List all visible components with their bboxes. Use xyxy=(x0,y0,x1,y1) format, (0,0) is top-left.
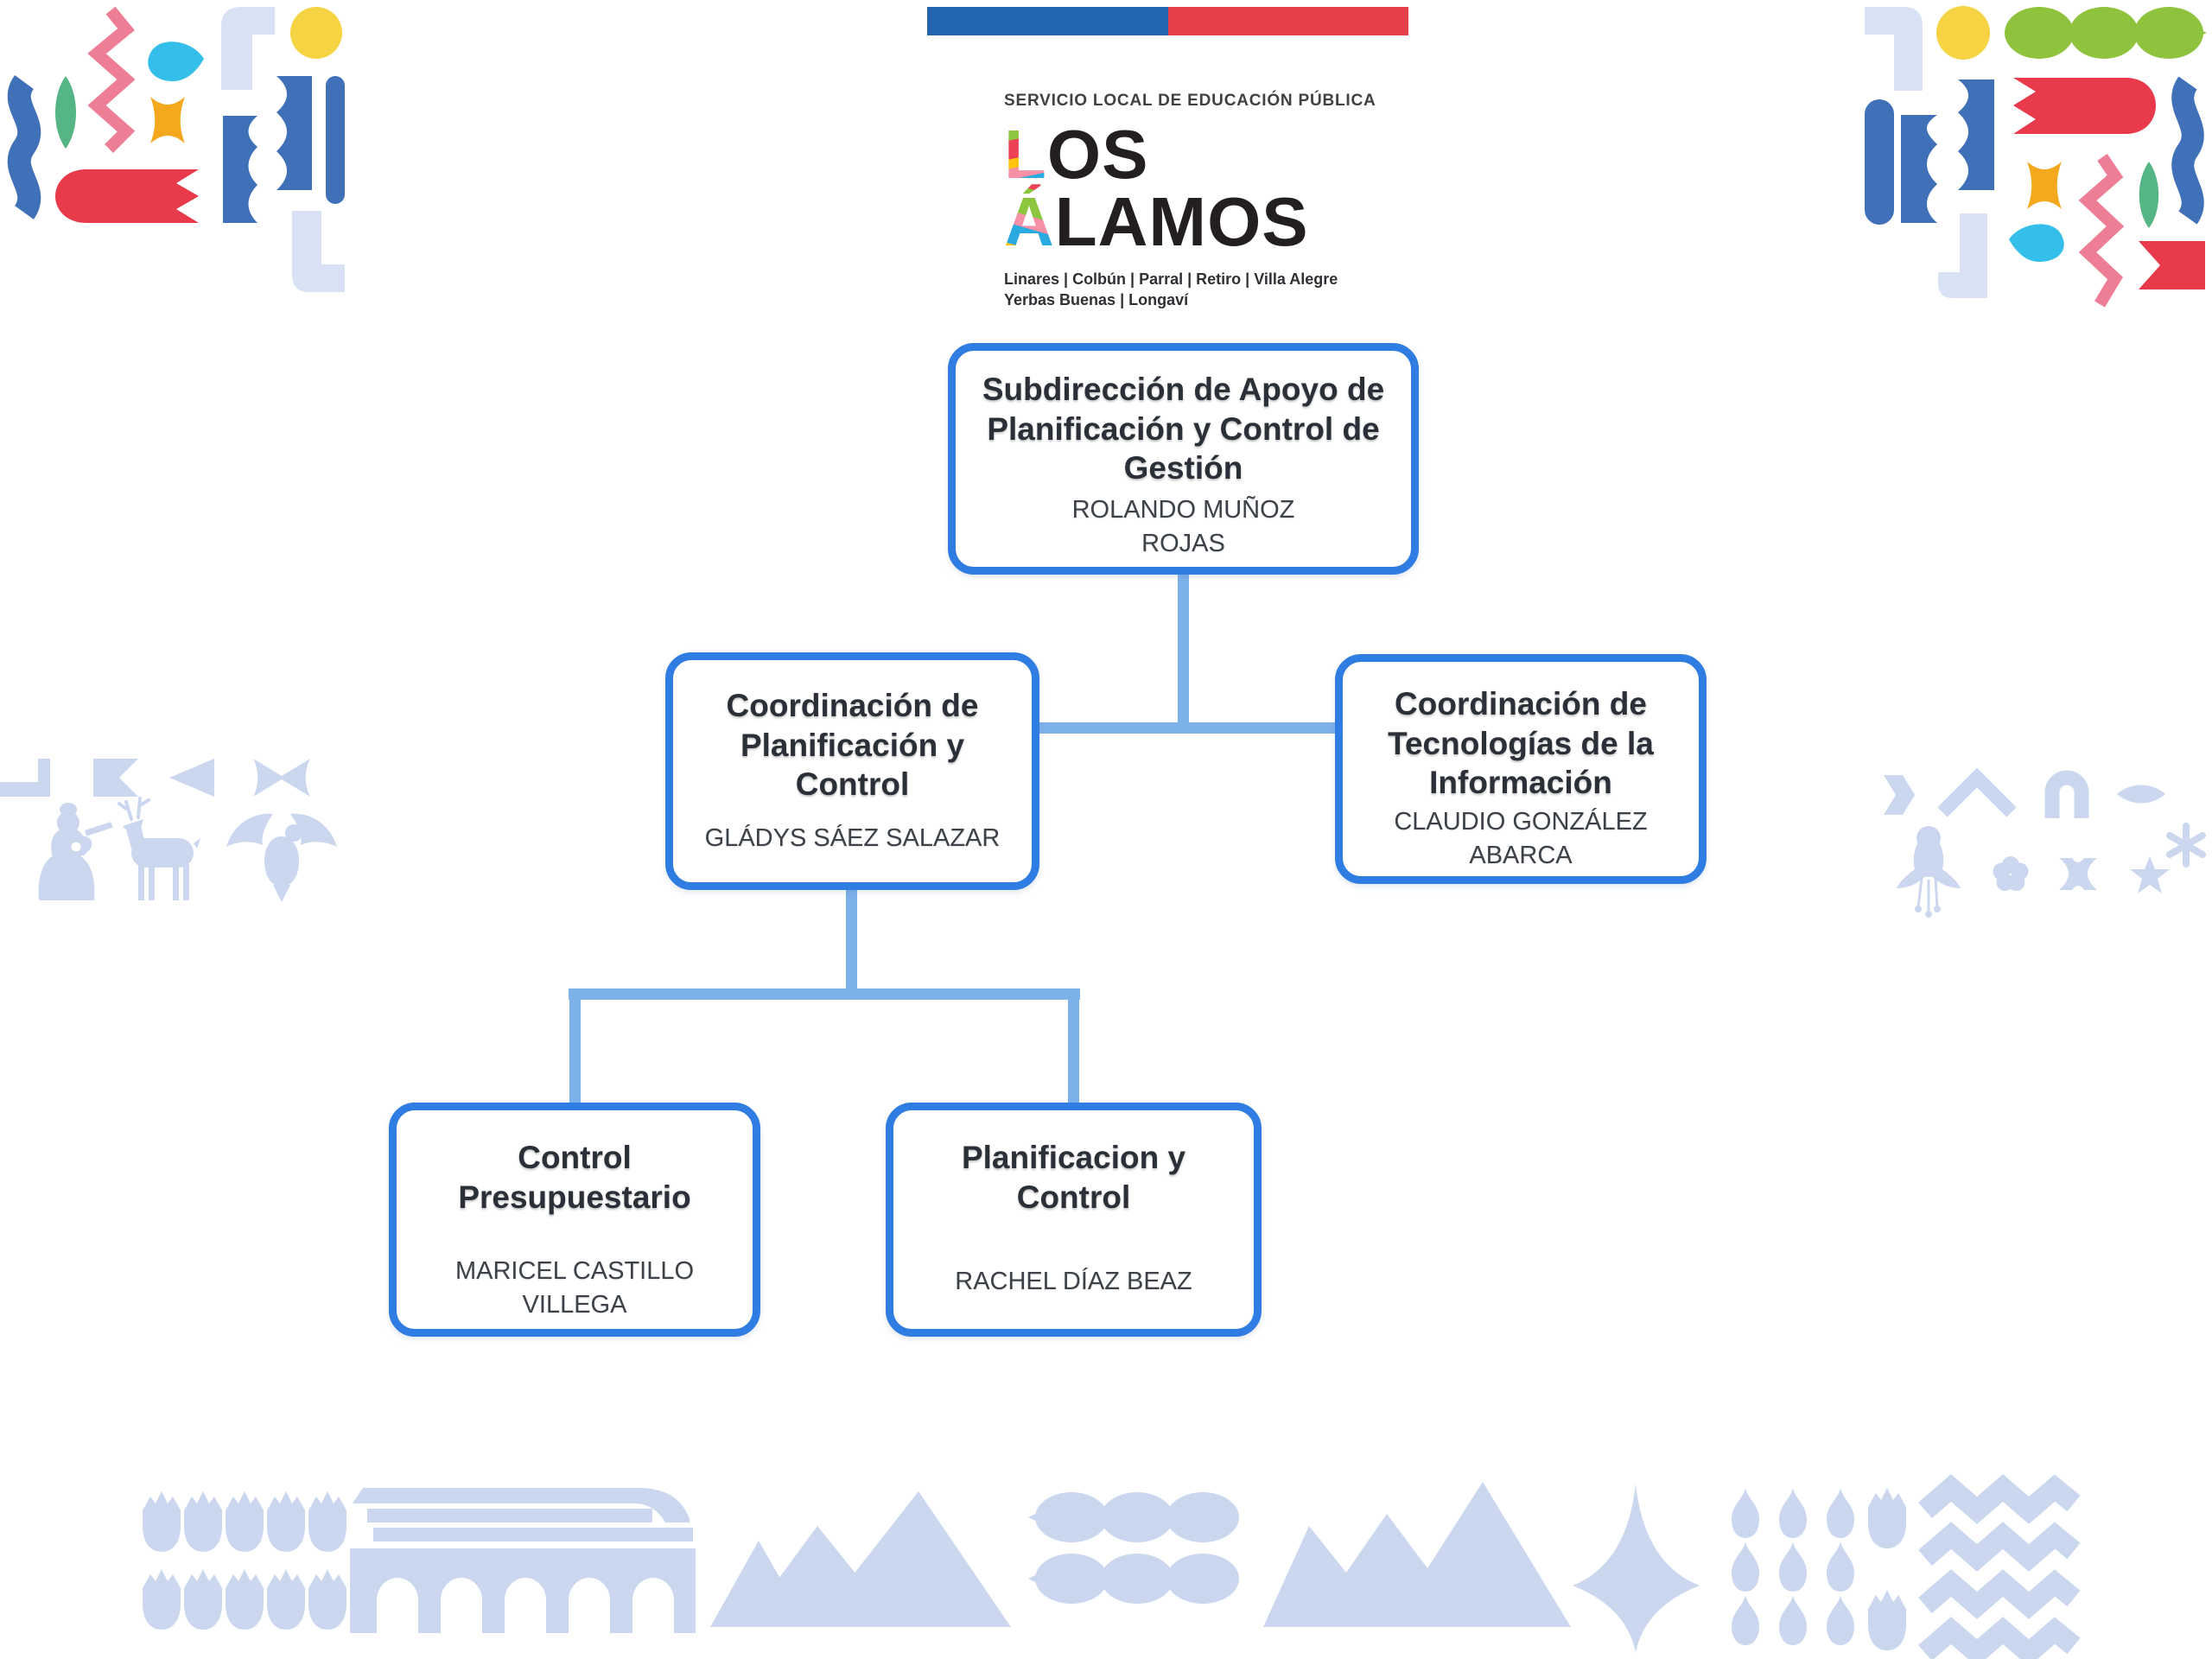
org-node-coordinacion-planificacion-control: Coordinación de Planificación y Control … xyxy=(665,652,1039,890)
org-node-title: Control Presupuestario xyxy=(458,1140,691,1215)
wavy-column-icon xyxy=(276,76,312,190)
org-node-control-presupuestario: Control Presupuestario MARICEL CASTILLO … xyxy=(389,1103,760,1337)
connector-left-vertical xyxy=(846,888,857,994)
corner-bracket-icon xyxy=(0,759,50,797)
connector-bottomright-vertical xyxy=(1068,988,1079,1104)
connector-bottomleft-vertical xyxy=(569,988,581,1104)
fish-banner-icon xyxy=(2013,78,2156,134)
logo-letter-l: L xyxy=(1004,116,1047,193)
teardrop-icon xyxy=(2009,224,2064,262)
bowtie-icon xyxy=(253,759,310,797)
logo-communes-line1: Linares | Colbún | Parral | Retiro | Vil… xyxy=(1004,270,1338,288)
chevron-icon xyxy=(1884,775,1915,815)
connector-top-vertical xyxy=(1178,572,1189,734)
connector-bottom-horizontal xyxy=(569,988,1080,1000)
logo-name-line2-rest: LAMOS xyxy=(1054,183,1309,260)
train-viaduct-icon xyxy=(350,1488,696,1633)
org-node-subdireccion-apoyo: Subdirección de Apoyo de Planificación y… xyxy=(948,343,1419,575)
leaf-lens-icon xyxy=(2139,162,2159,228)
star-icon xyxy=(2130,856,2170,893)
zigzag-icon xyxy=(87,6,136,153)
zigzag-icon xyxy=(2078,154,2125,308)
wavy-column-icon xyxy=(1901,115,1937,223)
org-node-person: RACHEL DÍAZ BEAZ xyxy=(955,1268,1192,1295)
mountain-ridge-icon xyxy=(1263,1482,1571,1627)
org-node-person: CLAUDIO GONZÁLEZ ABARCA xyxy=(1394,807,1648,869)
org-node-title: Coordinación de Planificación y Control xyxy=(726,688,979,802)
mountains-icon xyxy=(710,1491,1011,1627)
fish-banner-icon xyxy=(55,169,199,223)
logo-service-line: SERVICIO LOCAL DE EDUCACIÓN PÚBLICA xyxy=(1004,92,1376,110)
org-node-title: Coordinación de Tecnologías de la Inform… xyxy=(1388,686,1654,800)
org-node-person: GLÁDYS SÁEZ SALAZAR xyxy=(704,823,1001,852)
tulip-field-icon xyxy=(143,1491,346,1630)
guitarist-silhouette-icon xyxy=(38,803,113,900)
gov-flag-bar xyxy=(927,7,1408,35)
wavy-column-icon xyxy=(1958,79,1994,190)
decor-row-mid-right xyxy=(1884,767,2206,918)
decor-band-bottom xyxy=(143,1474,2081,1659)
zigzag-pattern-icon xyxy=(1918,1474,2081,1659)
wavy-column-icon xyxy=(223,116,257,223)
logo-name-line1-rest: OS xyxy=(1046,116,1149,193)
leaf-lens-icon xyxy=(55,76,76,149)
sun-circle-icon xyxy=(1936,6,1990,60)
logo-name-line2: ÁLAMOS xyxy=(1004,188,1367,257)
five-petal-flower-icon xyxy=(1993,856,2029,891)
x-shape-icon xyxy=(2059,858,2097,890)
decor-row-mid-left xyxy=(0,759,337,902)
decor-cluster-top-left xyxy=(7,6,345,292)
eagle-silhouette-icon xyxy=(226,813,337,902)
seed-pod-chain-icon xyxy=(2005,7,2207,59)
org-node-person: MARICEL CASTILLO VILLEGA xyxy=(454,1257,695,1319)
logo-name-line1: LOS xyxy=(1004,120,1367,189)
flag-blue-segment xyxy=(927,7,1168,35)
hourglass-icon xyxy=(150,97,185,143)
logo: SERVICIO LOCAL DE EDUCACIÓN PÚBLICA LOS … xyxy=(1004,92,1376,311)
org-node-person: ROLANDO MUÑOZ ROJAS xyxy=(1071,495,1295,557)
flag-pennant-icon xyxy=(93,759,138,797)
corner-hook-icon xyxy=(1865,7,1923,91)
wave-ribbon-icon xyxy=(7,74,41,219)
sun-circle-icon xyxy=(290,7,342,59)
droplet-grid-icon xyxy=(1732,1488,1854,1645)
tulip-column-icon xyxy=(1868,1488,1906,1650)
caret-mountain-icon xyxy=(1937,767,2017,817)
logo-communes-line2: Yerbas Buenas | Longaví xyxy=(1004,290,1189,308)
decor-cluster-top-right xyxy=(1865,6,2207,308)
flag-pennant-icon xyxy=(2139,241,2205,289)
flag-red-segment xyxy=(1167,7,1408,35)
teardrop-icon xyxy=(148,41,204,81)
org-node-coordinacion-tecnologias-informacion: Coordinación de Tecnologías de la Inform… xyxy=(1335,654,1707,884)
leaf-lens-icon xyxy=(2117,785,2165,804)
connector-mid-horizontal xyxy=(1037,722,1335,734)
logo-letter-a: Á xyxy=(1004,183,1055,260)
asterisk-icon xyxy=(2166,823,2206,868)
arch-icon xyxy=(2044,770,2089,818)
triangle-icon xyxy=(169,759,214,797)
seed-pod-chains-icon xyxy=(1028,1492,1239,1604)
copihue-flower-icon xyxy=(1897,826,1961,918)
hourglass-icon xyxy=(2027,162,2062,209)
round-bar-icon xyxy=(1865,99,1894,225)
org-node-title: Planificacion y Control xyxy=(961,1140,1186,1215)
org-node-title: Subdirección de Apoyo de Planificación y… xyxy=(982,372,1385,486)
corner-j-icon xyxy=(1938,213,1987,298)
sparkle-star-icon xyxy=(1573,1484,1700,1653)
wave-ribbon-icon xyxy=(2171,76,2204,225)
deer-silhouette-icon xyxy=(118,797,200,900)
org-node-planificacion-control: Planificacion y Control RACHEL DÍAZ BEAZ xyxy=(886,1103,1262,1337)
corner-l-icon xyxy=(292,211,345,292)
round-bar-icon xyxy=(326,76,345,204)
corner-hook-icon xyxy=(221,7,275,90)
